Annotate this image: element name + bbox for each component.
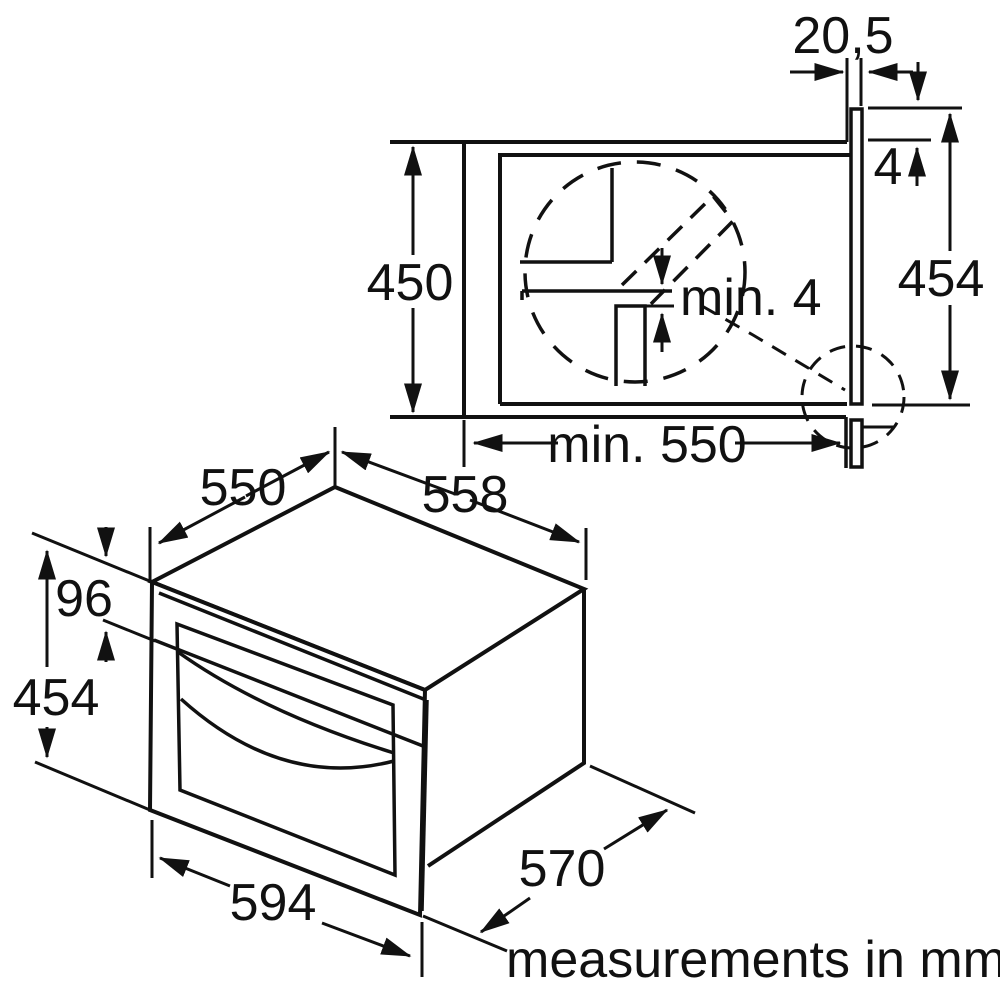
oven-isometric-view: 550 558 96 454 594 [13, 427, 696, 977]
appliance-front-panel [849, 107, 864, 469]
dim-label-niche-depth: min. 550 [547, 416, 746, 474]
control-panel-divider [153, 638, 424, 748]
dim-top-depth: 550 [148, 427, 337, 580]
dim-label-top-depth: 550 [200, 459, 287, 517]
dim-label-control-panel-height: 96 [55, 570, 113, 628]
dim-appliance-front-height: 454 [872, 112, 985, 407]
dim-label-top-overlap: 4 [874, 138, 903, 196]
dim-niche-height: 450 [367, 145, 454, 414]
dim-front-height: 454 [13, 549, 151, 812]
socket-zone-dashed-circle [523, 160, 747, 384]
dim-label-appliance-front-height: 454 [898, 250, 985, 308]
plug-dashed-outline [620, 193, 736, 314]
oven-door [147, 579, 428, 918]
dim-top-overlap: 4 [868, 62, 962, 196]
door-handle-curve-top [176, 650, 395, 755]
niche-cross-section: 450 min. 550 20,5 4 454 [367, 7, 985, 474]
cable-dashed-line [701, 304, 846, 392]
dim-label-body-depth: 570 [519, 840, 606, 898]
dim-control-panel-height: 96 [31, 527, 156, 662]
dim-niche-depth: min. 550 [462, 416, 842, 474]
power-socket-area [520, 160, 906, 450]
dim-label-niche-height: 450 [367, 254, 454, 312]
door-handle-curve-bottom [179, 697, 395, 770]
dim-front-width: 594 [150, 820, 424, 977]
dim-min-clearance: min. 4 [645, 248, 822, 352]
dim-label-front-gap: 20,5 [792, 7, 893, 65]
dim-label-min-clearance: min. 4 [680, 269, 822, 327]
units-note: measurements in mm [506, 931, 1000, 989]
dim-label-top-width: 558 [422, 466, 509, 524]
dim-body-depth: 570 [422, 764, 696, 953]
detail-dashed-circle [800, 344, 906, 450]
dim-label-front-height: 454 [13, 669, 100, 727]
dim-label-front-width: 594 [230, 874, 317, 932]
dim-top-width: 558 [340, 450, 588, 580]
cabinet-niche-outline [390, 58, 894, 468]
dim-front-gap: 20,5 [790, 7, 913, 106]
door-window-outline [175, 621, 397, 878]
